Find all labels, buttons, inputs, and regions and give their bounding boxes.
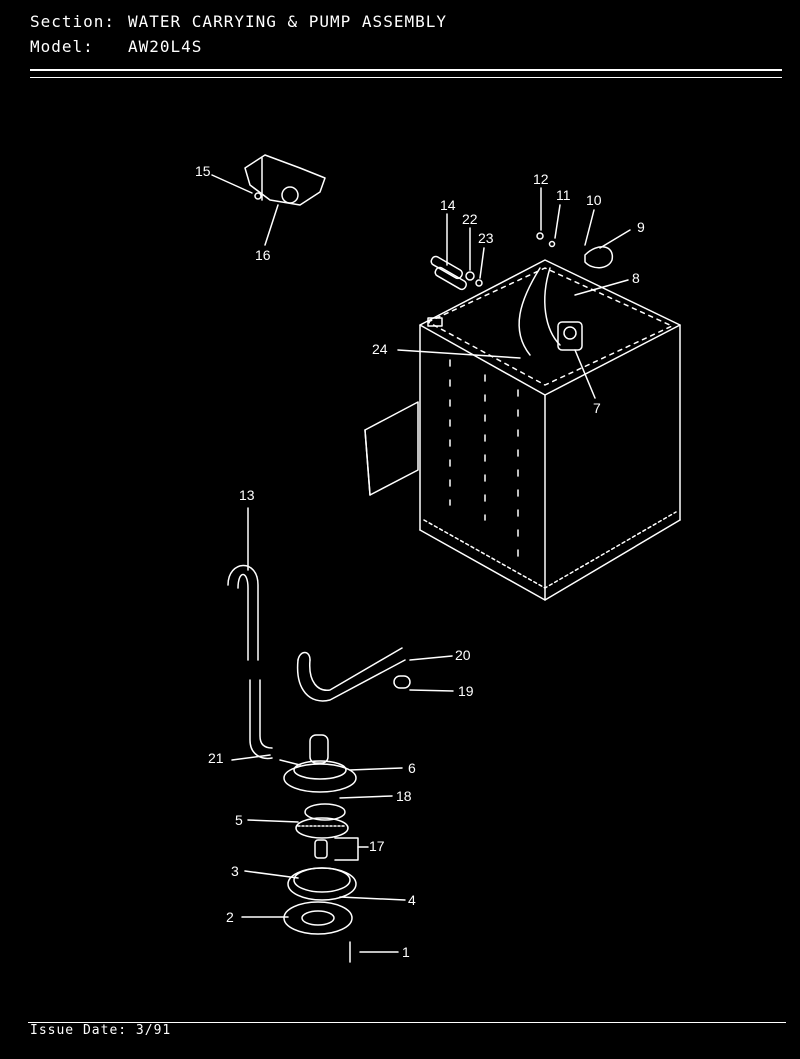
callout-14: 14	[440, 197, 456, 213]
side-panel	[364, 401, 419, 496]
model-label: Model:	[30, 37, 94, 56]
callout-19: 19	[458, 683, 474, 699]
callout-22: 22	[462, 211, 478, 227]
top-fasteners	[536, 232, 556, 248]
header-rule-top	[30, 69, 782, 71]
callout-8: 8	[632, 270, 640, 286]
issue-date-label: Issue Date:	[30, 1023, 128, 1038]
drain-hose-20	[296, 647, 411, 702]
callout-2: 2	[226, 909, 234, 925]
callout-21: 21	[208, 750, 224, 766]
header-rule-bottom	[30, 77, 782, 78]
callout-16: 16	[255, 247, 271, 263]
callout-12: 12	[533, 171, 549, 187]
leader-lines	[211, 174, 631, 953]
section-title: WATER CARRYING & PUMP ASSEMBLY	[128, 12, 447, 31]
model-number: AW20L4S	[128, 37, 203, 56]
fill-hose-fittings	[430, 255, 483, 291]
callout-15: 15	[195, 163, 211, 179]
callout-24: 24	[372, 341, 388, 357]
valve-bracket	[244, 154, 326, 206]
callout-4: 4	[408, 892, 416, 908]
callout-13: 13	[239, 487, 255, 503]
pump-assembly	[279, 734, 357, 963]
callout-3: 3	[231, 863, 239, 879]
callout-20: 20	[455, 647, 471, 663]
washer-cabinet	[419, 246, 681, 601]
footer-rule	[28, 1022, 786, 1023]
callout-23: 23	[478, 230, 494, 246]
issue-date: Issue Date: 3/91	[30, 1023, 171, 1038]
callout-5: 5	[235, 812, 243, 828]
callout-17: 17	[369, 838, 385, 854]
drain-hose-13	[227, 564, 273, 760]
callout-18: 18	[396, 788, 412, 804]
callout-10: 10	[586, 192, 602, 208]
model-header: Model: AW20L4S	[30, 37, 202, 56]
callout-labels: 1 2 3 4 5 6 7 8 9 10 11 12 13 14 15 16 1…	[195, 163, 645, 960]
section-header: Section: WATER CARRYING & PUMP ASSEMBLY	[30, 12, 447, 31]
callout-1: 1	[402, 944, 410, 960]
section-label: Section:	[30, 12, 116, 31]
callout-9: 9	[637, 219, 645, 235]
issue-date-value: 3/91	[135, 1023, 172, 1038]
callout-7: 7	[593, 400, 601, 416]
callout-11: 11	[556, 187, 571, 203]
callout-6: 6	[408, 760, 416, 776]
